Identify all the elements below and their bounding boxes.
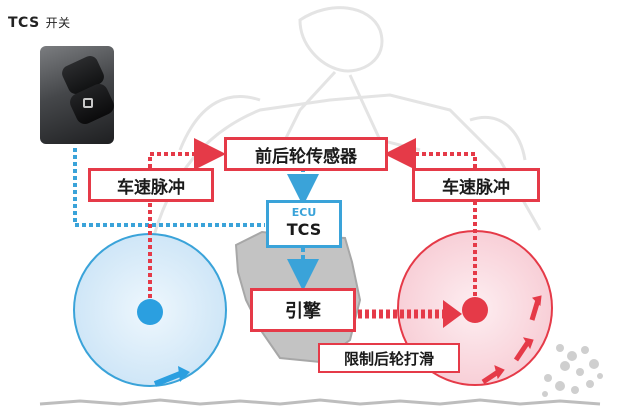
wheel-speed-sensor-label: 前后轮传感器 (255, 146, 357, 167)
gravel-dots (542, 344, 603, 397)
front-sensor-dot (137, 299, 163, 325)
tcs-switch-title-sub: 开关 (45, 16, 71, 30)
limit-slip-box: 限制后轮打滑 (318, 343, 460, 373)
tcs-switch-title: TCS 开关 (8, 14, 71, 31)
ecu-box: ECU TCS (266, 200, 342, 248)
limit-slip-label: 限制后轮打滑 (343, 349, 434, 368)
rear-sensor-dot (462, 297, 488, 323)
motorcycle-outline (148, 6, 542, 251)
speed-pulse-left-label: 车速脉冲 (117, 177, 185, 198)
speed-pulse-right-box: 车速脉冲 (412, 168, 540, 202)
rear-wheel-rotation-arrows (481, 295, 542, 385)
ecu-tcs-label: TCS (286, 220, 322, 239)
blue-signal-lines (73, 148, 319, 291)
tcs-switch-image (40, 46, 114, 144)
ground-line (39, 398, 601, 406)
wheel-speed-sensor-box: 前后轮传感器 (224, 137, 388, 171)
ecu-tag-label: ECU (291, 206, 317, 219)
speed-pulse-left-box: 车速脉冲 (88, 168, 214, 202)
engine-to-wheel-arrow (358, 300, 462, 328)
red-signal-lines (148, 138, 477, 298)
engine-label: 引擎 (285, 301, 321, 322)
tcs-switch-title-main: TCS (8, 15, 40, 31)
front-wheel-rotation-arrow (153, 366, 190, 387)
tcs-indicator-icon (83, 98, 93, 108)
engine-box: 引擎 (250, 288, 356, 332)
speed-pulse-right-label: 车速脉冲 (442, 177, 510, 198)
